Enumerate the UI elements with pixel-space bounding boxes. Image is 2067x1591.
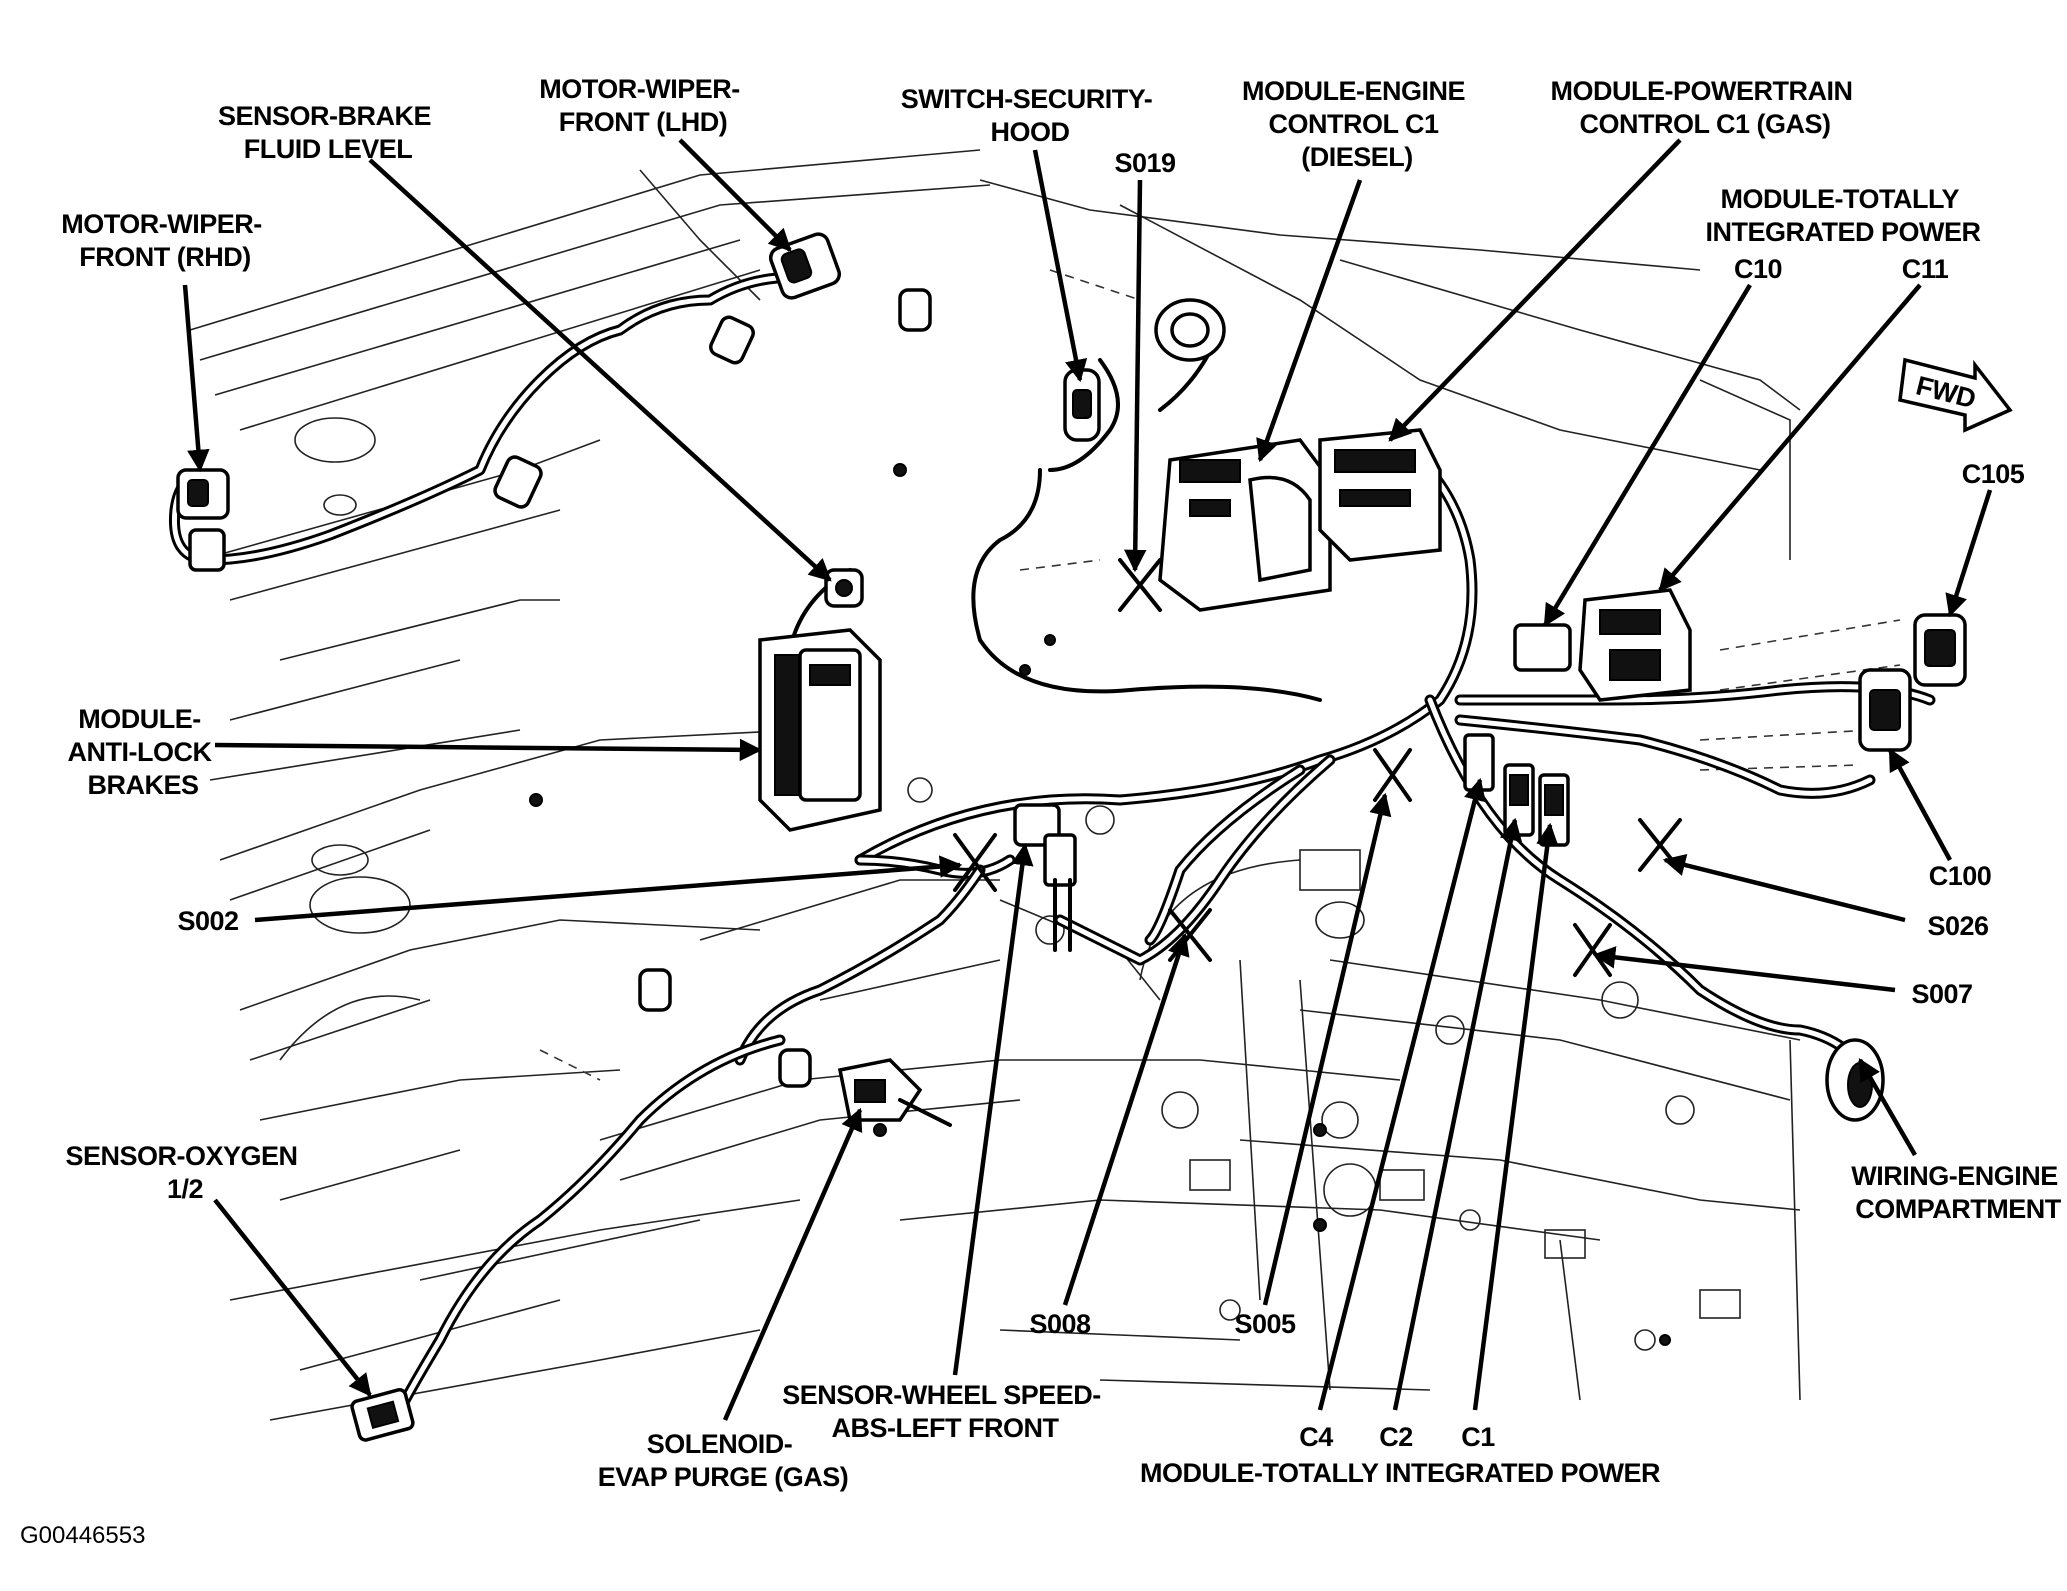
label-sensor-wheel-speed: SENSOR-WHEEL SPEED- ABS-LEFT FRONT <box>782 1380 1108 1443</box>
leader-lines <box>182 138 1993 1421</box>
label-s019: S019 <box>1114 148 1176 178</box>
components: FWD <box>176 232 2013 1442</box>
sensor-brake-fluid-level-part <box>824 568 864 608</box>
label-s007: S007 <box>1911 979 1972 1009</box>
leader-switch-security-hood <box>1032 149 1088 383</box>
vehicle-structure-lineart <box>189 149 1901 1421</box>
sensor-oxygen-part <box>350 1388 415 1442</box>
label-s002: S002 <box>177 906 238 936</box>
label-module-totally-integrated-power-top: MODULE-TOTALLY INTEGRATED POWER <box>1706 184 1981 247</box>
fwd-arrow: FWD <box>1898 357 2013 433</box>
label-sensor-brake-fluid-level: SENSOR-BRAKE FLUID LEVEL <box>218 101 438 164</box>
label-s026: S026 <box>1927 911 1989 941</box>
label-module-engine-control-c1-diesel: MODULE-ENGINE CONTROL C1 (DIESEL) <box>1242 76 1472 172</box>
label-c2: C2 <box>1379 1422 1413 1452</box>
tipm-c4-c2-c1-part <box>1463 733 1570 847</box>
leader-c11 <box>1658 283 1922 592</box>
label-c11: C11 <box>1902 254 1949 284</box>
label-c1: C1 <box>1461 1422 1495 1452</box>
leader-sensor-wheel-speed <box>952 842 1034 1376</box>
label-module-powertrain-control-c1-gas: MODULE-POWERTRAIN CONTROL C1 (GAS) <box>1551 76 1860 139</box>
leader-s005 <box>1262 792 1392 1306</box>
leader-sensor-oxygen <box>213 1198 372 1397</box>
figure-id: G00446553 <box>20 1522 145 1549</box>
engine-wiring-harness <box>168 272 1936 1416</box>
leader-solenoid-evap-purge <box>722 1107 863 1421</box>
leader-c4 <box>1317 777 1486 1411</box>
label-c105: C105 <box>1962 459 2025 489</box>
leader-c1 <box>1472 822 1559 1411</box>
label-switch-security-hood: SWITCH-SECURITY- HOOD <box>901 84 1160 147</box>
label-c4: C4 <box>1299 1422 1333 1452</box>
sensor-wheel-speed-part <box>1013 803 1077 952</box>
label-s008: S008 <box>1029 1309 1091 1339</box>
label-module-anti-lock-brakes: MODULE- ANTI-LOCK BRAKES <box>68 704 219 800</box>
leader-motor-wiper-lhd <box>678 138 792 252</box>
module-anti-lock-brakes-part <box>758 628 882 832</box>
leader-module-abs <box>214 738 763 762</box>
leader-c10 <box>1543 283 1752 627</box>
label-motor-wiper-front-rhd: MOTOR-WIPER- FRONT (RHD) <box>61 209 269 272</box>
callout-labels: MOTOR-WIPER- FRONT (RHD) SENSOR-BRAKE FL… <box>61 74 2065 1492</box>
leader-s026 <box>1662 853 1906 923</box>
leader-motor-wiper-rhd <box>182 284 210 473</box>
label-sensor-oxygen: SENSOR-OXYGEN 1/2 <box>65 1141 304 1204</box>
label-wiring-engine-compartment: WIRING-ENGINE COMPARTMENT <box>1851 1161 2065 1224</box>
connector-c105-c100-part <box>1858 613 1967 752</box>
leader-s019 <box>1124 179 1147 573</box>
leader-c105 <box>1945 489 1993 618</box>
leader-c100 <box>1888 748 1952 862</box>
wiring-engine-compartment-part <box>1825 1038 1885 1122</box>
leader-wiring-engine-compartment <box>1858 1058 1917 1157</box>
leader-s007 <box>1592 946 1896 993</box>
label-module-totally-integrated-power-bottom: MODULE-TOTALLY INTEGRATED POWER <box>1140 1458 1660 1488</box>
module-tipm-connectors-part <box>1513 588 1692 702</box>
leader-pcm-gas <box>1388 138 1682 442</box>
switch-security-hood-part <box>1063 368 1101 442</box>
label-solenoid-evap-purge: SOLENOID- EVAP PURGE (GAS) <box>598 1429 849 1492</box>
label-motor-wiper-front-lhd: MOTOR-WIPER- FRONT (LHD) <box>539 74 747 137</box>
splice-marks <box>953 558 1682 977</box>
label-c100: C100 <box>1929 861 1992 891</box>
module-engine-control-diesel-part <box>1158 438 1332 612</box>
leader-c2 <box>1392 817 1522 1411</box>
leader-ecm-diesel <box>1256 179 1363 463</box>
leader-s002 <box>254 855 963 923</box>
module-powertrain-control-gas-part <box>1318 428 1442 562</box>
label-c10: C10 <box>1734 254 1782 284</box>
leader-s008 <box>1062 932 1190 1306</box>
label-s005: S005 <box>1234 1309 1296 1339</box>
leader-sensor-brake-fluid <box>368 158 832 582</box>
